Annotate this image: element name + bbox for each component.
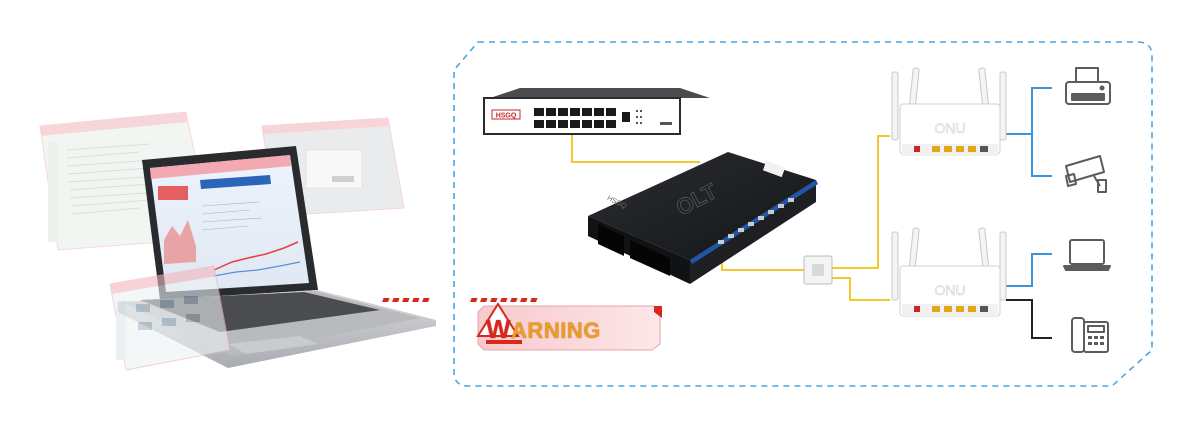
olt-device: OLT HSGQ [588,152,818,284]
warning-first-letter: W [486,314,512,344]
onu-brand-top: ONU [934,120,965,136]
management-laptop-illustration [39,111,436,371]
olt-pon-ports [718,198,794,244]
fiber-links [571,134,890,301]
printer-icon [1065,67,1111,105]
desk-phone-icon [1071,317,1109,353]
warning-banner [382,298,662,351]
laptop-icon [1063,239,1111,271]
onu-router-bottom: ONU [891,227,1007,317]
floating-ui-panel-front [109,265,231,371]
network-switch: HSGQ [483,88,710,135]
phone-link [1006,299,1052,339]
warning-text: WARNING [486,314,601,345]
switch-brand-label: HSGQ [496,113,517,120]
onu-router-top: ONU [891,67,1007,156]
security-camera-icon [1065,155,1107,193]
ethernet-links [1002,87,1052,287]
optical-splitter [803,255,833,285]
warning-rest: ARNING [511,318,601,343]
switch-ports [534,108,630,128]
onu-brand-bottom: ONU [934,282,965,298]
